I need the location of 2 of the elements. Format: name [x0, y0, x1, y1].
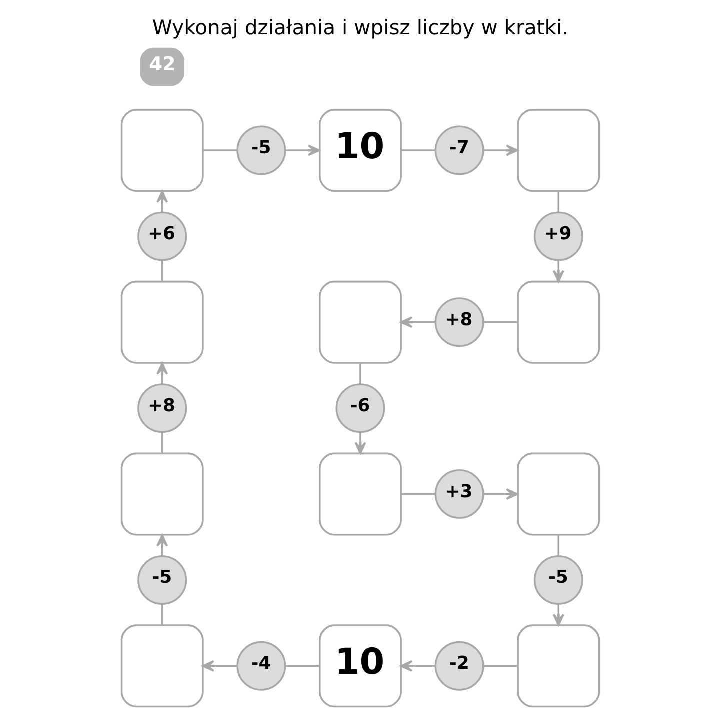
- label: 42: [148, 52, 176, 76]
- diagram-title: Wykonaj działania i wpisz liczby w kratki.: [152, 15, 568, 40]
